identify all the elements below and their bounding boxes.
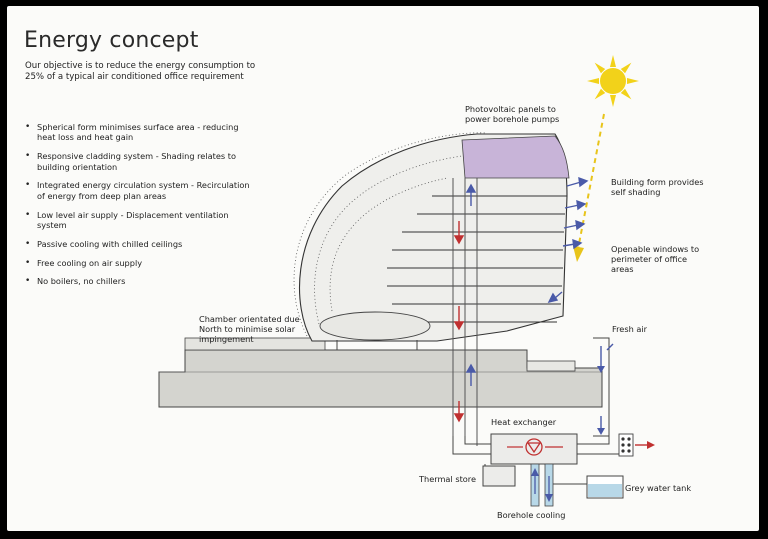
ground-podium xyxy=(158,337,603,408)
heat-exchanger-label: Heat exchanger xyxy=(491,417,557,427)
exhaust-vent-icon xyxy=(618,433,655,457)
poster-board: Energy concept Our objective is to reduc… xyxy=(7,6,759,531)
building-shell xyxy=(293,132,570,350)
sun-ray-arrow xyxy=(573,113,605,262)
feature-item: Spherical form minimises surface area - … xyxy=(25,122,255,143)
feature-item: Integrated energy circulation system - R… xyxy=(25,180,255,201)
borehole-pipes xyxy=(530,463,554,507)
photovoltaic-panels xyxy=(461,135,570,179)
sun-icon xyxy=(587,55,639,107)
page-title: Energy concept xyxy=(24,28,199,53)
feature-item: Responsive cladding system - Shading rel… xyxy=(25,151,255,172)
chamber-label: Chamber orientated due North to minimise… xyxy=(199,314,300,344)
building-section-diagram xyxy=(158,55,655,507)
supply-air-arrows xyxy=(465,176,589,386)
feature-item: Free cooling on air supply xyxy=(25,258,255,269)
assembly-chamber xyxy=(319,311,431,341)
feature-item: Low level air supply - Displacement vent… xyxy=(25,210,255,231)
services-riser xyxy=(452,178,478,446)
grey-water-label: Grey water tank xyxy=(625,483,692,493)
borehole-label: Borehole cooling xyxy=(497,510,566,520)
self-shading-label: Building form provides self shading xyxy=(611,177,704,197)
openable-windows-label: Openable windows to perimeter of office … xyxy=(611,244,700,274)
objective-text: Our objective is to reduce the energy co… xyxy=(25,61,256,82)
feature-item: Passive cooling with chilled ceilings xyxy=(25,239,255,250)
return-air-arrows xyxy=(453,221,465,423)
fresh-air-label: Fresh air xyxy=(612,324,648,334)
photovoltaic-label: Photovoltaic panels to power borehole pu… xyxy=(465,104,560,124)
fresh-air-duct xyxy=(593,337,614,437)
feature-item: No boilers, no chillers xyxy=(25,276,255,287)
thermal-store-label: Thermal store xyxy=(419,474,477,484)
feature-list: Spherical form minimises surface area - … xyxy=(25,122,255,295)
thermal-store xyxy=(482,465,516,487)
grey-water-tank xyxy=(586,475,624,499)
heat-exchanger-icon xyxy=(525,438,543,456)
